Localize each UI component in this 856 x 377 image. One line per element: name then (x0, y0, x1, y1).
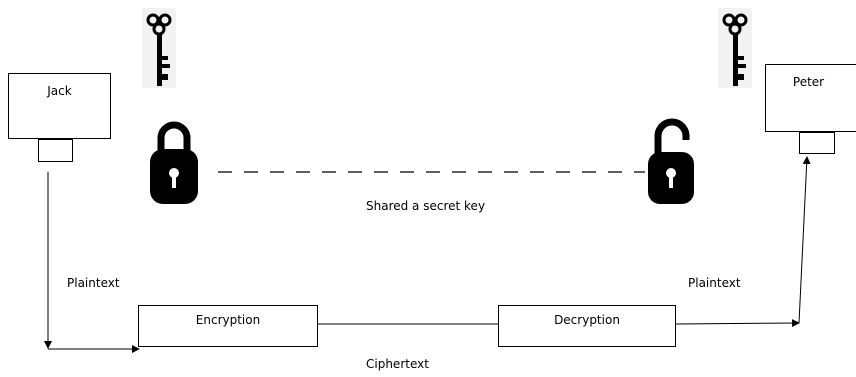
lock-open-icon (648, 118, 694, 204)
ciphertext-label: Ciphertext (366, 357, 429, 371)
decryption-to-plaintext-connector (675, 319, 800, 328)
sender-label: Jack (47, 84, 72, 98)
lock-closed-icon (150, 121, 198, 204)
receiver-label: Peter (792, 75, 825, 89)
plaintext-to-peter-connector (798, 156, 811, 324)
decryption-label: Decryption (554, 313, 620, 327)
sender-monitor-stand (38, 139, 73, 162)
decryption-box: Decryption (498, 305, 676, 347)
receiver-monitor: Peter (765, 64, 856, 132)
encryption-box: Encryption (138, 305, 318, 347)
key-icon (142, 8, 176, 88)
receiver-monitor-stand (799, 132, 835, 154)
sender-monitor: Jack (8, 73, 111, 139)
plaintext-label-left: Plaintext (67, 276, 120, 290)
shared-key-label: Shared a secret key (366, 199, 486, 213)
encryption-label: Encryption (195, 313, 261, 327)
plaintext-label-right: Plaintext (688, 276, 741, 290)
key-icon (718, 8, 752, 88)
